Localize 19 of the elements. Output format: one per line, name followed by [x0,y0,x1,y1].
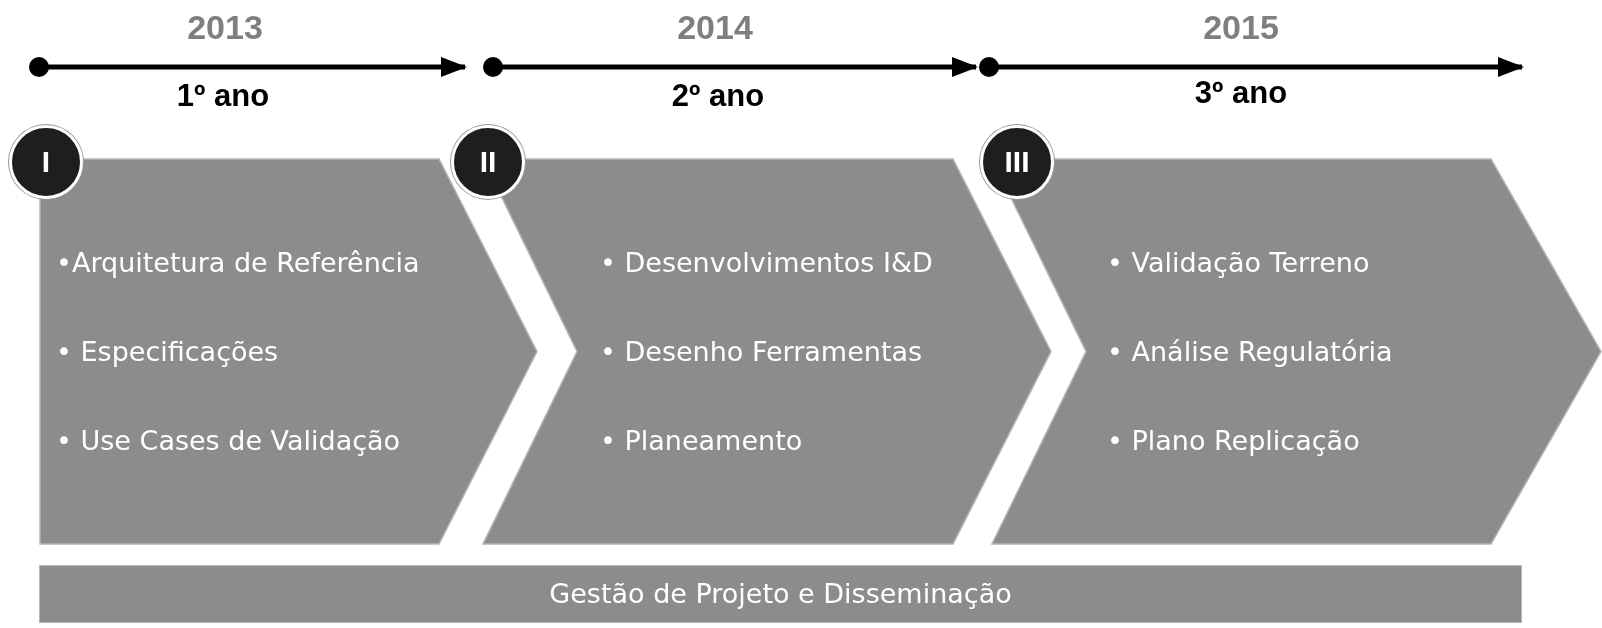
bullet-point-text: • Desenvolvimentos I&D [600,246,933,280]
management-bar: Gestão de Projeto e Disseminação [39,565,1522,623]
phase-number-badge: II [451,125,525,199]
year-count-label: 3º ano [1194,75,1288,111]
year-label: 2014 [677,8,753,47]
year-label: 2015 [1203,8,1279,47]
bullet-point-text: • Especificações [56,335,279,369]
bullet-point-text: • Use Cases de Validação [56,424,401,458]
bullet-point-text: • Análise Regulatória [1107,335,1393,369]
phase-number-badge: III [980,125,1054,199]
year-label: 2013 [187,8,263,47]
phase-number-badge: I [9,125,83,199]
year-count-label: 1º ano [176,78,270,114]
bullet-point-text: • Desenho Ferramentas [600,335,923,369]
bullet-point-text: •Arquitetura de Referência [56,246,420,280]
bullet-point-text: • Plano Replicação [1107,424,1360,458]
bullet-point-text: • Validação Terreno [1107,246,1370,280]
bullet-point-text: • Planeamento [600,424,803,458]
year-count-label: 2º ano [671,78,765,114]
